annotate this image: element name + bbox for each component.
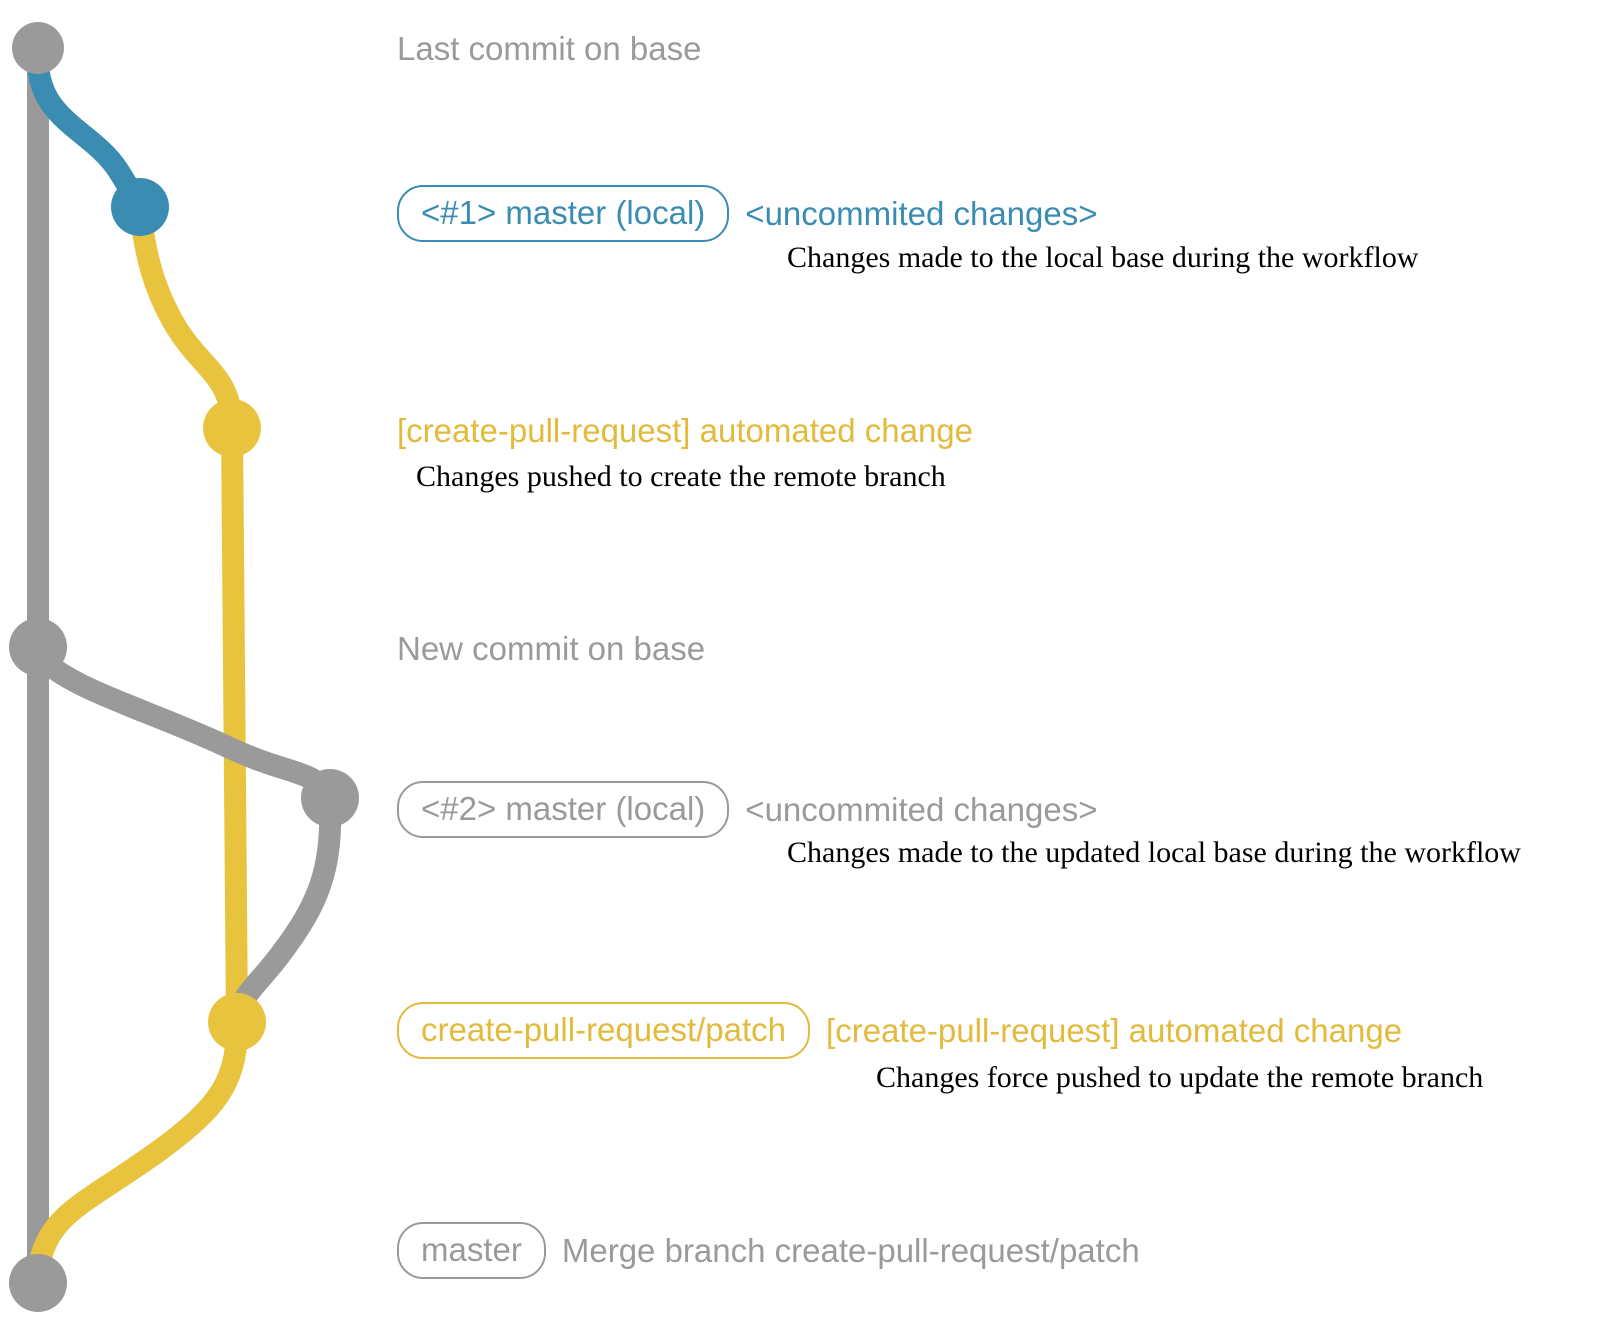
local-branch-2-path xyxy=(27,644,341,809)
entry-description-patch-1: Changes pushed to create the remote bran… xyxy=(416,460,946,493)
entry-patch-2: create-pull-request/patch [create-pull-r… xyxy=(397,1002,1402,1059)
entry-last-commit: Last commit on base xyxy=(397,32,701,65)
entry-description-local-1: Changes made to the local base during th… xyxy=(787,241,1419,274)
entry-subject-patch-1: [create-pull-request] automated change xyxy=(397,412,974,449)
entry-patch-1: [create-pull-request] automated change xyxy=(397,414,973,447)
entry-new-commit: New commit on base xyxy=(397,632,705,665)
patch-branch-1-path xyxy=(129,204,248,1033)
branch-badge-patch-2[interactable]: create-pull-request/patch xyxy=(397,1002,811,1059)
entry-subject-merge: Merge branch create-pull-request/patch xyxy=(561,1232,1140,1269)
merge-link-path xyxy=(27,1019,248,1294)
commit-graph xyxy=(9,22,359,1312)
entry-subject-new-commit: New commit on base xyxy=(397,630,706,667)
commit-node-merge-commit[interactable] xyxy=(9,1254,67,1312)
commit-node-patch-commit-1[interactable] xyxy=(203,399,261,457)
entry-local-1: <#1> master (local) <uncommited changes> xyxy=(397,185,1098,242)
commit-node-local-commit-2[interactable] xyxy=(301,769,359,827)
branch-badge-local-2[interactable]: <#2> master (local) xyxy=(397,781,730,838)
commit-node-last-commit-on-base[interactable] xyxy=(12,22,64,74)
branch-badge-master[interactable]: master xyxy=(397,1222,546,1279)
entry-local-2: <#2> master (local) <uncommited changes> xyxy=(397,781,1098,838)
entry-subject-last-commit: Last commit on base xyxy=(397,30,702,67)
commit-node-patch-commit-2[interactable] xyxy=(208,993,266,1051)
branch-badge-local-1[interactable]: <#1> master (local) xyxy=(397,185,730,242)
patch-parent-link-path xyxy=(226,795,342,1033)
entry-subject-patch-2: [create-pull-request] automated change xyxy=(826,1012,1403,1049)
entry-description-patch-2: Changes force pushed to update the remot… xyxy=(876,1061,1484,1094)
commit-node-new-commit-on-base[interactable] xyxy=(9,618,67,676)
commit-node-local-commit-1[interactable] xyxy=(111,178,169,236)
entry-subject-local-1: <uncommited changes> xyxy=(745,195,1098,232)
entry-merge: master Merge branch create-pull-request/… xyxy=(397,1222,1140,1279)
entry-description-local-2: Changes made to the updated local base d… xyxy=(787,836,1521,869)
entry-subject-local-2: <uncommited changes> xyxy=(745,791,1098,828)
